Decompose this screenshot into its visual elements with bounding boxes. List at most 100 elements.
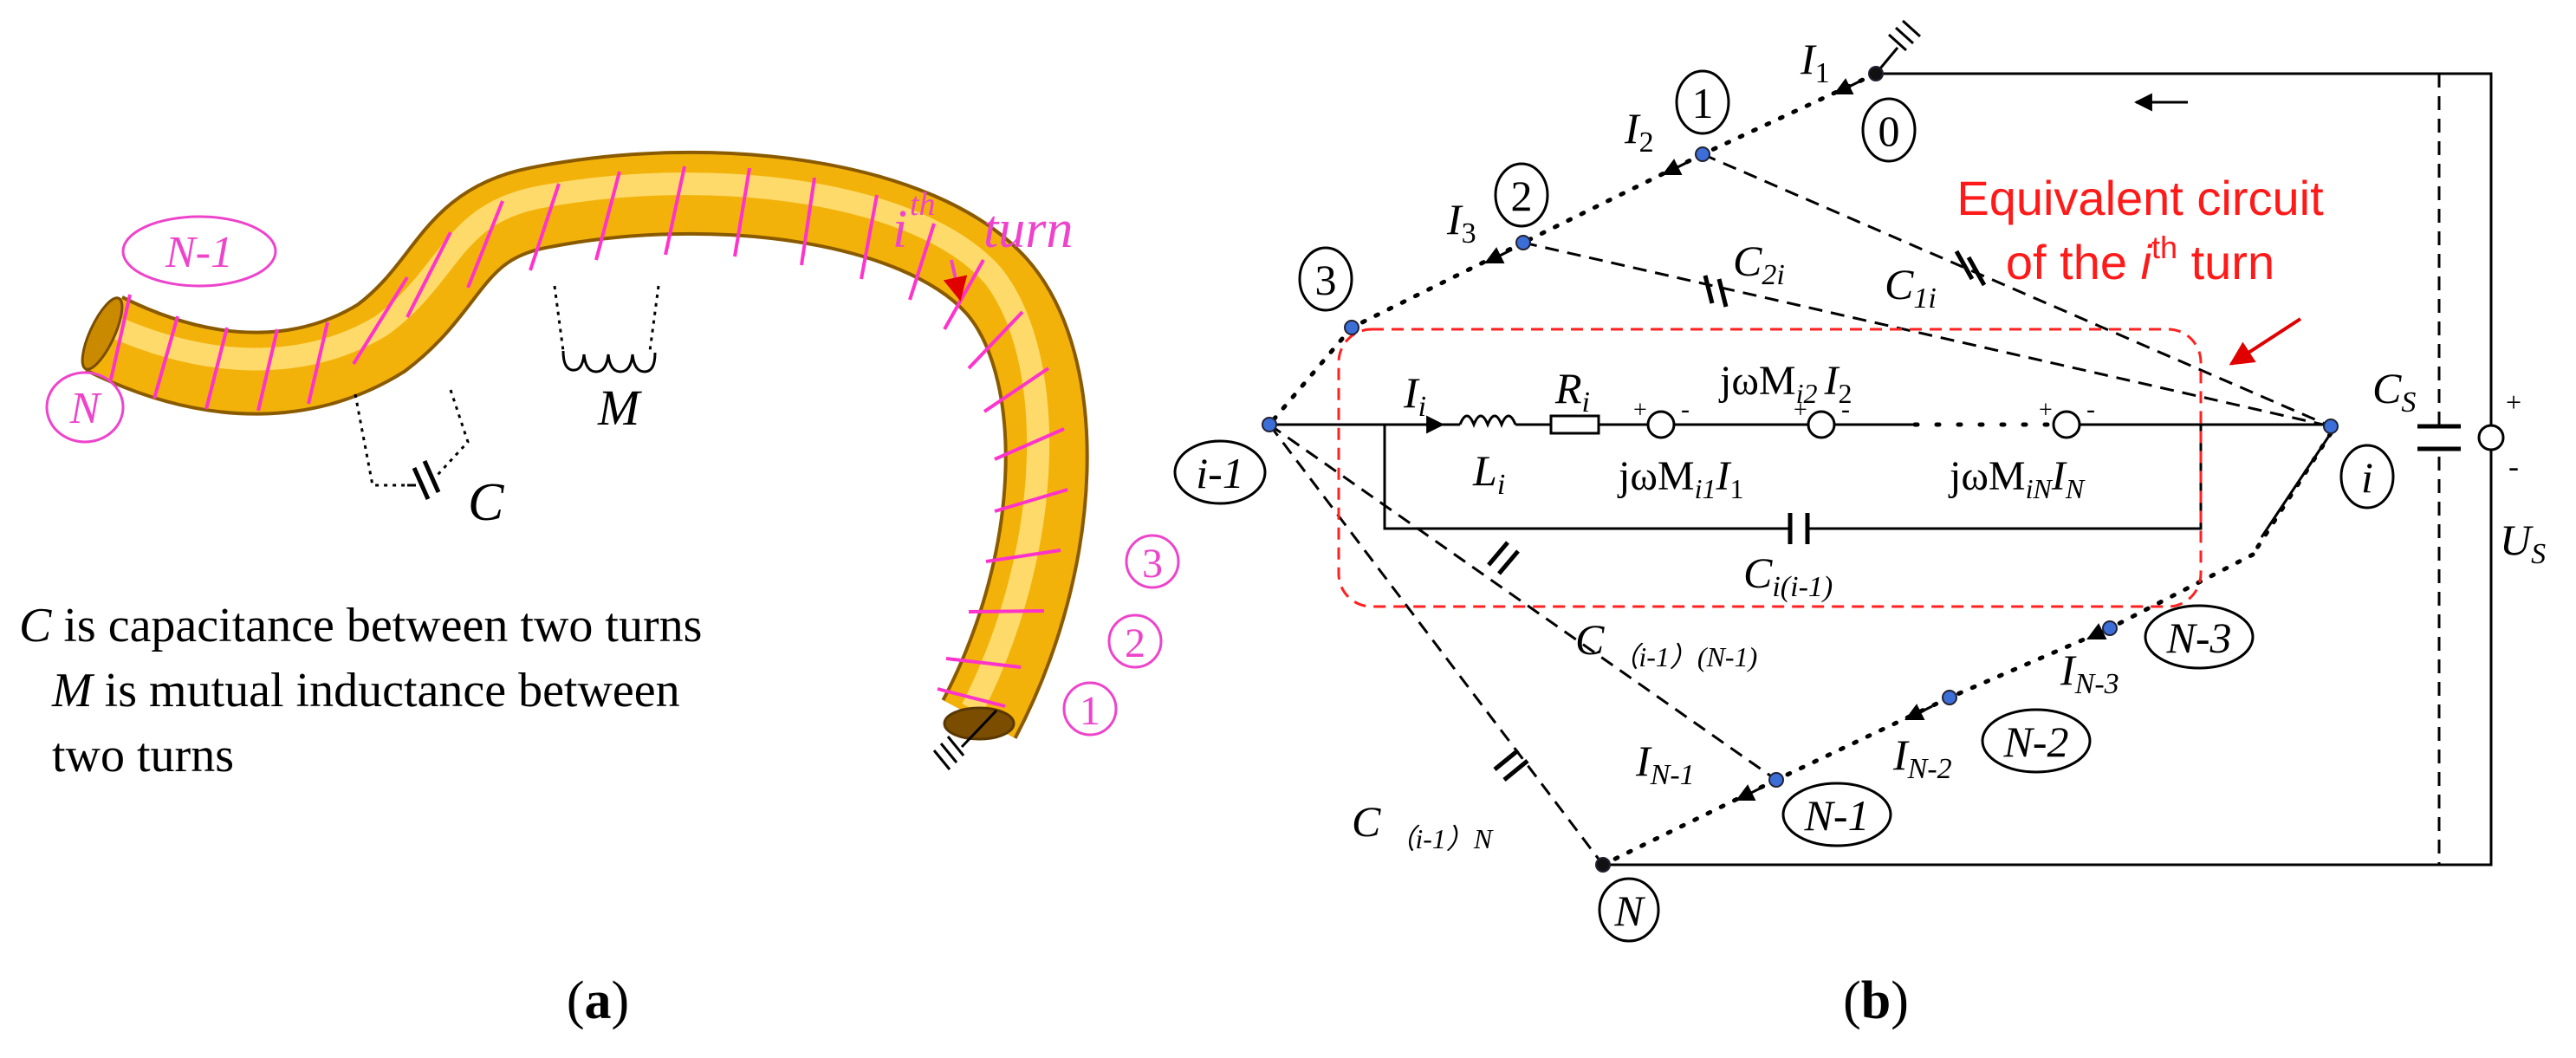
node-dots <box>1262 66 2339 873</box>
svg-text:3: 3 <box>1315 256 1337 304</box>
node-dot-0 <box>1868 66 1884 81</box>
turn-label-2: 2 <box>1107 613 1163 669</box>
plus-mi1: + <box>1633 397 1647 424</box>
ci1n1-dashed <box>1269 423 1777 782</box>
node-label-N: N <box>1598 877 1660 943</box>
svg-text:1: 1 <box>1080 688 1100 734</box>
winding <box>109 294 132 380</box>
svg-text:0: 0 <box>1878 107 1900 155</box>
node-label-i: i <box>2339 444 2395 510</box>
winding <box>985 548 1061 563</box>
coil-path-lower-f <box>2260 432 2333 538</box>
I1-arrow <box>1833 78 1862 95</box>
winding <box>967 310 1024 370</box>
node-labels: 0 1 2 3 i-1 i N-3 N-2 <box>1173 69 2395 943</box>
winding <box>937 687 1006 708</box>
minus-miN: - <box>2086 395 2095 424</box>
turn-label-1: 1 <box>1062 681 1118 737</box>
jwmi2-source <box>1807 410 1836 439</box>
node-dot-i-1 <box>1262 417 1277 432</box>
coil-end-right <box>943 706 1015 741</box>
winding <box>994 488 1068 513</box>
cii1-capacitor <box>1788 513 1810 544</box>
coil-end-left <box>81 296 124 371</box>
jwmiN-source <box>2052 410 2081 439</box>
jwmi1-source <box>1646 410 1676 439</box>
winding <box>908 223 936 301</box>
I3-arrow <box>1484 247 1513 264</box>
us-minus: - <box>2508 449 2519 484</box>
desc-line-1: C is capacitance between two turns <box>19 599 702 652</box>
node-dot-2 <box>1515 235 1531 250</box>
winding <box>466 200 504 289</box>
label-Ci1N1: C（i-1）(N-1) <box>1575 615 1757 672</box>
svg-text:N-2: N-2 <box>2003 717 2069 766</box>
current-labels: I1 I2 I3 Ii IN-3 IN-2 IN-1 <box>1403 35 2119 791</box>
node-label-i-1: i-1 <box>1173 439 1267 505</box>
capacitance-symbol <box>354 389 470 501</box>
caption-b: (b) <box>1843 971 1909 1030</box>
label-US: US <box>2500 516 2546 570</box>
c1i-dashed <box>1702 153 2332 428</box>
I2-arrow <box>1662 159 1690 176</box>
ri-resistor <box>1549 414 1600 435</box>
coil-path-lower-c <box>1947 626 2112 700</box>
node-dot-i <box>2323 419 2339 434</box>
winding <box>945 657 1022 669</box>
ci1n-capacitor <box>1493 749 1529 782</box>
node-label-0: 0 <box>1861 97 1917 163</box>
label-Li: Li <box>1472 446 1505 501</box>
turn-label-3: 3 <box>1125 534 1180 589</box>
svg-text:3: 3 <box>1142 541 1163 587</box>
IN2-arrow <box>1904 704 1933 721</box>
label-jwmiN: jωMiNIN <box>1948 453 2086 504</box>
minus-mi2: - <box>1841 395 1850 424</box>
winding <box>664 166 686 256</box>
plus-mi2: + <box>1794 397 1807 424</box>
svg-text:N: N <box>1613 886 1645 935</box>
winding <box>352 276 409 366</box>
node-label-N-2: N-2 <box>1981 708 2092 774</box>
label-IN3: IN-3 <box>2060 646 2119 700</box>
label-Cii1: Ci(i-1) <box>1743 548 1833 603</box>
winding <box>994 427 1065 461</box>
winding <box>406 231 452 318</box>
coil-tube-highlight <box>99 172 1050 714</box>
us-plus: + <box>2506 386 2521 418</box>
ground-symbol-b <box>1874 19 1922 75</box>
label-Ri: Ri <box>1554 364 1590 419</box>
winding <box>983 367 1050 413</box>
winding <box>204 327 229 410</box>
m-label: M <box>597 380 642 436</box>
equivalent-circuit-annotation: Equivalent circuit of the ith turn <box>1956 171 2324 289</box>
winding <box>800 177 816 266</box>
ith-turn-arrow <box>943 259 968 302</box>
c-label: C <box>468 473 504 532</box>
label-C1i: C1i <box>1885 260 1937 315</box>
winding <box>256 328 279 412</box>
mutual-inductance-symbol <box>553 285 660 373</box>
coil-path-upper-d <box>1267 325 1354 427</box>
turn-label-N-1: N-1 <box>121 215 277 288</box>
node-label-N-1: N-1 <box>1781 782 1892 847</box>
equivalent-circuit-pointer <box>2229 317 2302 366</box>
svg-text:th: th <box>910 186 936 223</box>
svg-text:N: N <box>69 384 103 433</box>
us-source <box>2477 424 2505 451</box>
winding <box>152 315 179 399</box>
node-label-3: 3 <box>1298 246 1353 312</box>
label-IN2: IN-2 <box>1892 730 1952 785</box>
node-dot-3 <box>1344 320 1359 335</box>
label-I3: I3 <box>1446 195 1476 250</box>
desc-line-3: two turns <box>52 729 234 782</box>
li-inductor <box>1458 414 1517 429</box>
label-I1: I1 <box>1800 35 1830 89</box>
winding <box>733 167 751 257</box>
svg-text:i: i <box>2361 453 2373 502</box>
ci1n1-capacitor <box>1487 541 1520 575</box>
ith-turn-label: i th turn <box>892 186 1073 259</box>
svg-text:i-1: i-1 <box>1196 449 1244 497</box>
source-wire <box>1603 72 2493 867</box>
